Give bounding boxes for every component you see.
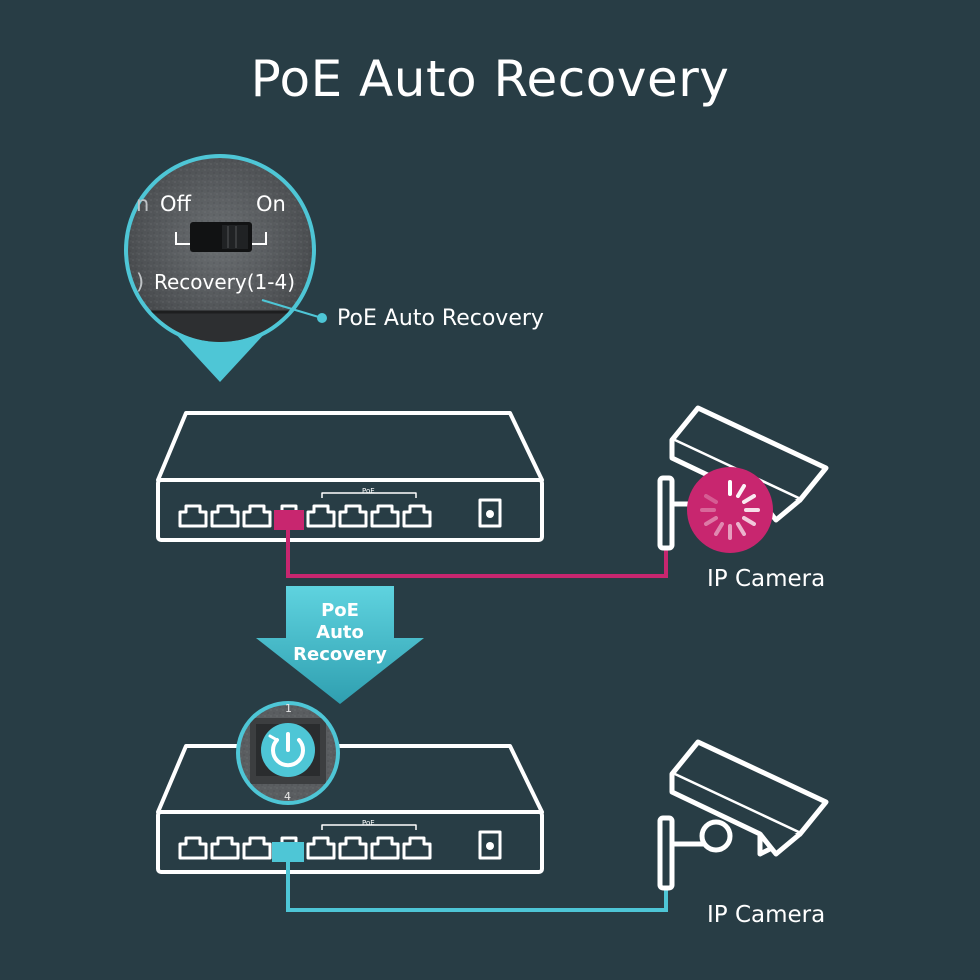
switch-fragment-top: n — [136, 192, 150, 216]
switch-fragment-bottom: ) — [136, 270, 145, 294]
failed-port-highlight — [274, 510, 304, 530]
camera-label-bottom: IP Camera — [707, 902, 826, 928]
callout-label: PoE Auto Recovery — [337, 306, 544, 331]
arrow-label-line-2: Auto — [316, 622, 364, 643]
network-switch-icon-top — [156, 411, 544, 542]
arrow-label-line-1: PoE — [321, 600, 359, 621]
port-magnifier-callout — [236, 701, 340, 805]
top-switch-poe-tag: PoE — [362, 487, 375, 495]
loading-spinner-icon — [687, 467, 773, 553]
switch-on-label: On — [256, 192, 286, 216]
port-number-bottom: 4 — [284, 790, 291, 803]
camera-cable-failed — [286, 530, 668, 578]
arrow-label-line-3: Recovery — [293, 644, 387, 665]
port-number-top: 1 — [285, 702, 292, 715]
switch-magnifier-callout — [124, 154, 327, 382]
network-switch-icon-bottom — [156, 744, 544, 874]
callout-dot — [317, 313, 327, 323]
recovery-arrow — [256, 586, 424, 704]
bottom-switch-poe-tag: PoE — [362, 819, 375, 827]
power-cycle-icon — [268, 732, 305, 768]
switch-off-label: Off — [160, 192, 191, 216]
recovered-port-highlight — [272, 842, 304, 862]
switch-recovery-label: Recovery(1-4) — [154, 270, 296, 294]
arrow-label: PoE Auto Recovery — [270, 600, 410, 666]
camera-label-top: IP Camera — [707, 566, 826, 592]
page-title: PoE Auto Recovery — [250, 50, 730, 108]
camera-cable-recovered — [286, 862, 668, 912]
ip-camera-icon-bottom — [657, 739, 829, 891]
